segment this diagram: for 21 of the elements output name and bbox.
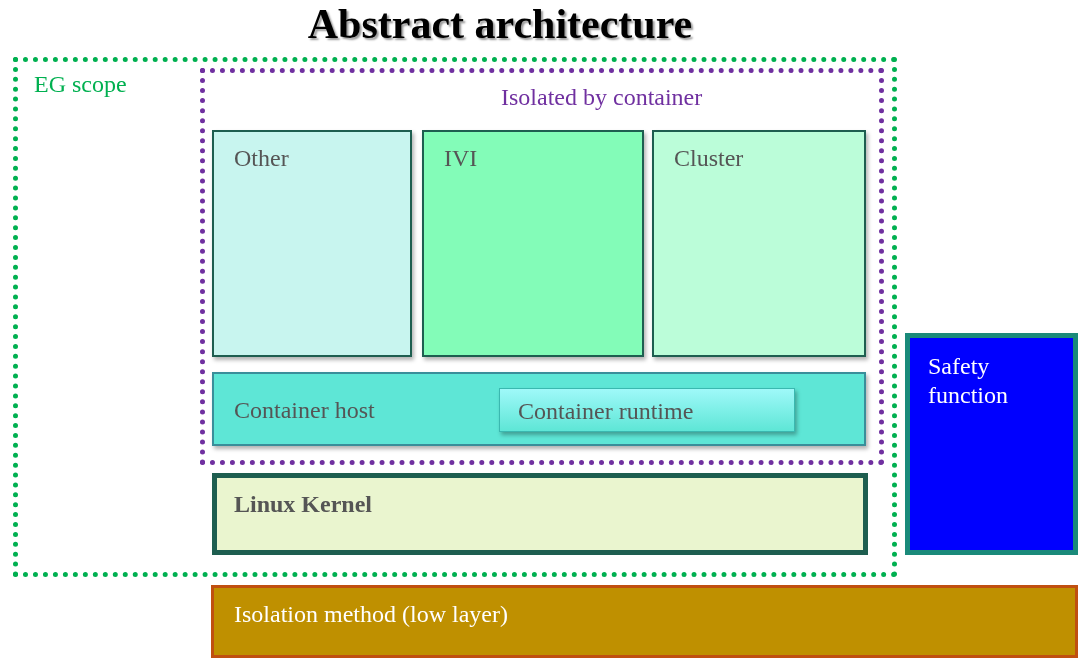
box-label: Container runtime xyxy=(518,397,694,426)
box-label: Cluster xyxy=(674,144,744,173)
container-region xyxy=(200,68,884,465)
box-label: IVI xyxy=(444,144,478,173)
box-label: Isolated by container xyxy=(501,83,703,112)
layer-bar xyxy=(212,372,866,446)
box-label: Isolation method (low layer) xyxy=(234,600,508,629)
scope-region xyxy=(13,57,897,577)
process-box xyxy=(212,130,412,357)
process-box xyxy=(422,130,644,357)
process-box xyxy=(652,130,866,357)
box-label: Safety function xyxy=(928,352,1009,410)
bevel-button-shape xyxy=(499,388,795,432)
box-label: Container host xyxy=(234,396,375,425)
layer-bar xyxy=(211,585,1078,658)
box-label: EG scope xyxy=(34,70,127,99)
box-label: Linux Kernel xyxy=(234,490,372,519)
box-label: Other xyxy=(234,144,289,173)
layer-bar xyxy=(212,473,868,555)
function-box xyxy=(905,333,1078,555)
diagram-title: Abstract architecture xyxy=(306,0,694,48)
